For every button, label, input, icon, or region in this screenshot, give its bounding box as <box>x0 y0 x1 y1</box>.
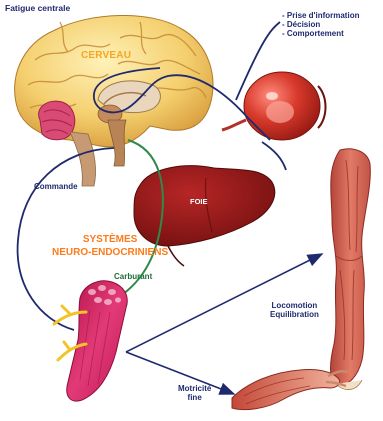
neuro-endocrine-label: SYSTÈMES NEURO-ENDOCRINIENS <box>52 234 168 259</box>
info-item-1: - Prise d'information <box>282 11 359 20</box>
diagram-title: Fatigue centrale <box>5 4 70 14</box>
brain-illustration <box>15 15 213 186</box>
info-list: - Prise d'information - Décision - Compo… <box>282 11 359 39</box>
fine-motor-label: Motricité fine <box>178 384 211 402</box>
muscle-illustration <box>54 281 127 401</box>
info-item-3: - Comportement <box>282 29 359 38</box>
leg-illustration <box>331 149 371 390</box>
fine-motor-line-1: Motricité <box>178 384 211 393</box>
neuro-endocrine-line-2: NEURO-ENDOCRINIENS <box>52 247 168 260</box>
fuel-label: Carburant <box>114 272 152 281</box>
locomotion-line-2: Equilibration <box>270 310 319 319</box>
neuro-endocrine-line-1: SYSTÈMES <box>52 234 168 247</box>
liver-label: FOIE <box>190 198 208 207</box>
brain-label: CERVEAU <box>81 50 131 62</box>
arm-illustration <box>232 369 348 409</box>
fine-motor-line-2: fine <box>178 393 211 402</box>
info-item-2: - Décision <box>282 20 359 29</box>
command-label: Commande <box>34 182 78 191</box>
locomotion-label: Locomotion Equilibration <box>270 301 319 319</box>
locomotion-line-1: Locomotion <box>270 301 319 310</box>
